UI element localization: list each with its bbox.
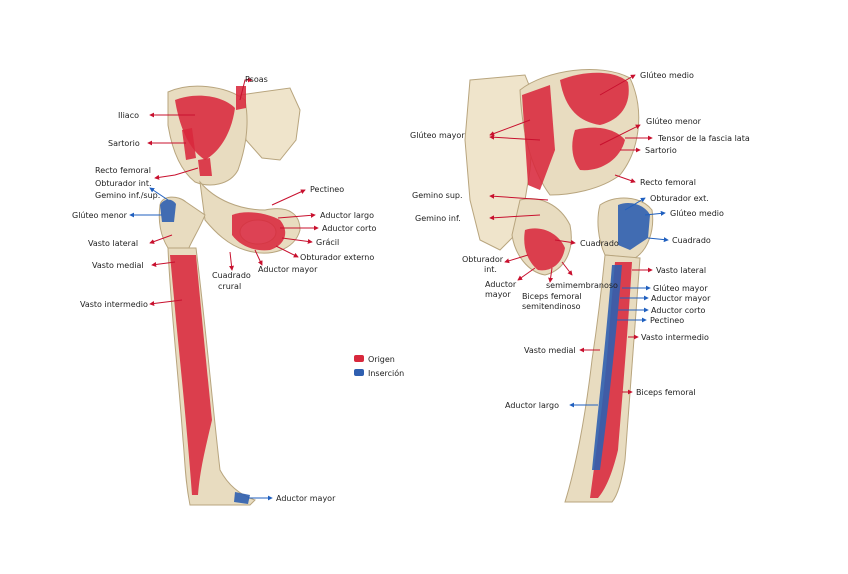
label-gluteo-medio-ins: Glúteo medio	[670, 209, 724, 218]
label-cuadrado-right: Cuadrado	[580, 239, 619, 248]
label-gluteo-medio-right: Glúteo medio	[640, 71, 694, 80]
label-obturador-ext-right: Obturador ext.	[650, 194, 709, 203]
label-gluteo-menor-left: Glúteo menor	[72, 211, 128, 220]
label-sartorio-right: Sartorio	[645, 146, 677, 155]
label-aductor-largo-right: Aductor largo	[505, 401, 559, 410]
label-recto-femoral-right: Recto femoral	[640, 178, 696, 187]
label-aductor-largo-left: Aductor largo	[320, 211, 374, 220]
label-gluteo-menor-right: Glúteo menor	[646, 117, 702, 126]
label-vasto-medial-right: Vasto medial	[524, 346, 576, 355]
label-vasto-lateral-right: Vasto lateral	[656, 266, 706, 275]
legend-insertion-swatch	[354, 369, 364, 376]
gluteus-minimus-insertion-left	[160, 200, 176, 222]
label-gracil: Grácil	[316, 238, 339, 247]
label-aductor-mayor-ins-left: Aductor mayor	[276, 494, 336, 503]
label-biceps-st-2: semitendinoso	[522, 302, 581, 311]
label-obturador-int-2: int.	[484, 265, 497, 274]
label-gemino-left: Gemino inf./sup.	[95, 191, 160, 200]
label-aductor-mayor-r1: Aductor	[485, 280, 517, 289]
label-aductor-corto-right: Aductor corto	[651, 306, 705, 315]
label-gluteo-mayor-right: Glúteo mayor	[410, 131, 465, 140]
label-iliaco: Iliaco	[118, 111, 139, 120]
label-vasto-intermedio-right: Vasto intermedio	[641, 333, 709, 342]
adductor-magnus-insertion-left	[234, 492, 250, 504]
rectus-femoris-origin	[198, 158, 212, 176]
label-recto-femoral-left: Recto femoral	[95, 166, 151, 175]
label-aductor-mayor-r2: mayor	[485, 290, 511, 299]
label-gluteo-mayor-ins: Glúteo mayor	[653, 284, 708, 293]
label-gemino-inf: Gemino inf.	[415, 214, 461, 223]
legend: Origen Inserción	[354, 355, 404, 378]
label-psoas: Psoas	[245, 75, 268, 84]
label-gemino-sup: Gemino sup.	[412, 191, 463, 200]
label-obturador-externo: Obturador externo	[300, 253, 374, 262]
label-tensor: Tensor de la fascia lata	[657, 134, 750, 143]
legend-origin-swatch	[354, 355, 364, 362]
anterior-view: Psoas Iliaco Sartorio Recto femoral Obtu…	[72, 75, 376, 505]
label-vasto-medial-left: Vasto medial	[92, 261, 144, 270]
label-pectineo-left: Pectineo	[310, 185, 344, 194]
legend-origin-label: Origen	[368, 355, 395, 364]
legend-insertion-label: Inserción	[368, 368, 404, 378]
label-obturador-int-left: Obturador int.	[95, 179, 152, 188]
label-biceps-femoral: Biceps femoral	[636, 388, 696, 397]
label-sartorio-left: Sartorio	[108, 139, 140, 148]
label-cuadrado-crural-2: crural	[218, 282, 241, 291]
label-cuadrado-crural-1: Cuadrado	[212, 271, 251, 280]
label-aductor-mayor-left: Aductor mayor	[258, 265, 318, 274]
sacrum-left	[240, 88, 300, 160]
label-vasto-intermedio-left: Vasto intermedio	[80, 300, 148, 309]
posterior-view: Glúteo medio Glúteo mayor Glúteo menor T…	[410, 69, 750, 502]
label-vasto-lateral-left: Vasto lateral	[88, 239, 138, 248]
label-pectineo-right: Pectineo	[650, 316, 684, 325]
label-semimembranoso: semimembranoso	[546, 281, 618, 290]
label-biceps-st-1: Biceps femoral	[522, 292, 582, 301]
label-aductor-mayor-ins-right: Aductor mayor	[651, 294, 711, 303]
label-aductor-corto-left: Aductor corto	[322, 224, 376, 233]
label-cuadrado-ins: Cuadrado	[672, 236, 711, 245]
label-obturador-int-1: Obturador	[462, 255, 504, 264]
